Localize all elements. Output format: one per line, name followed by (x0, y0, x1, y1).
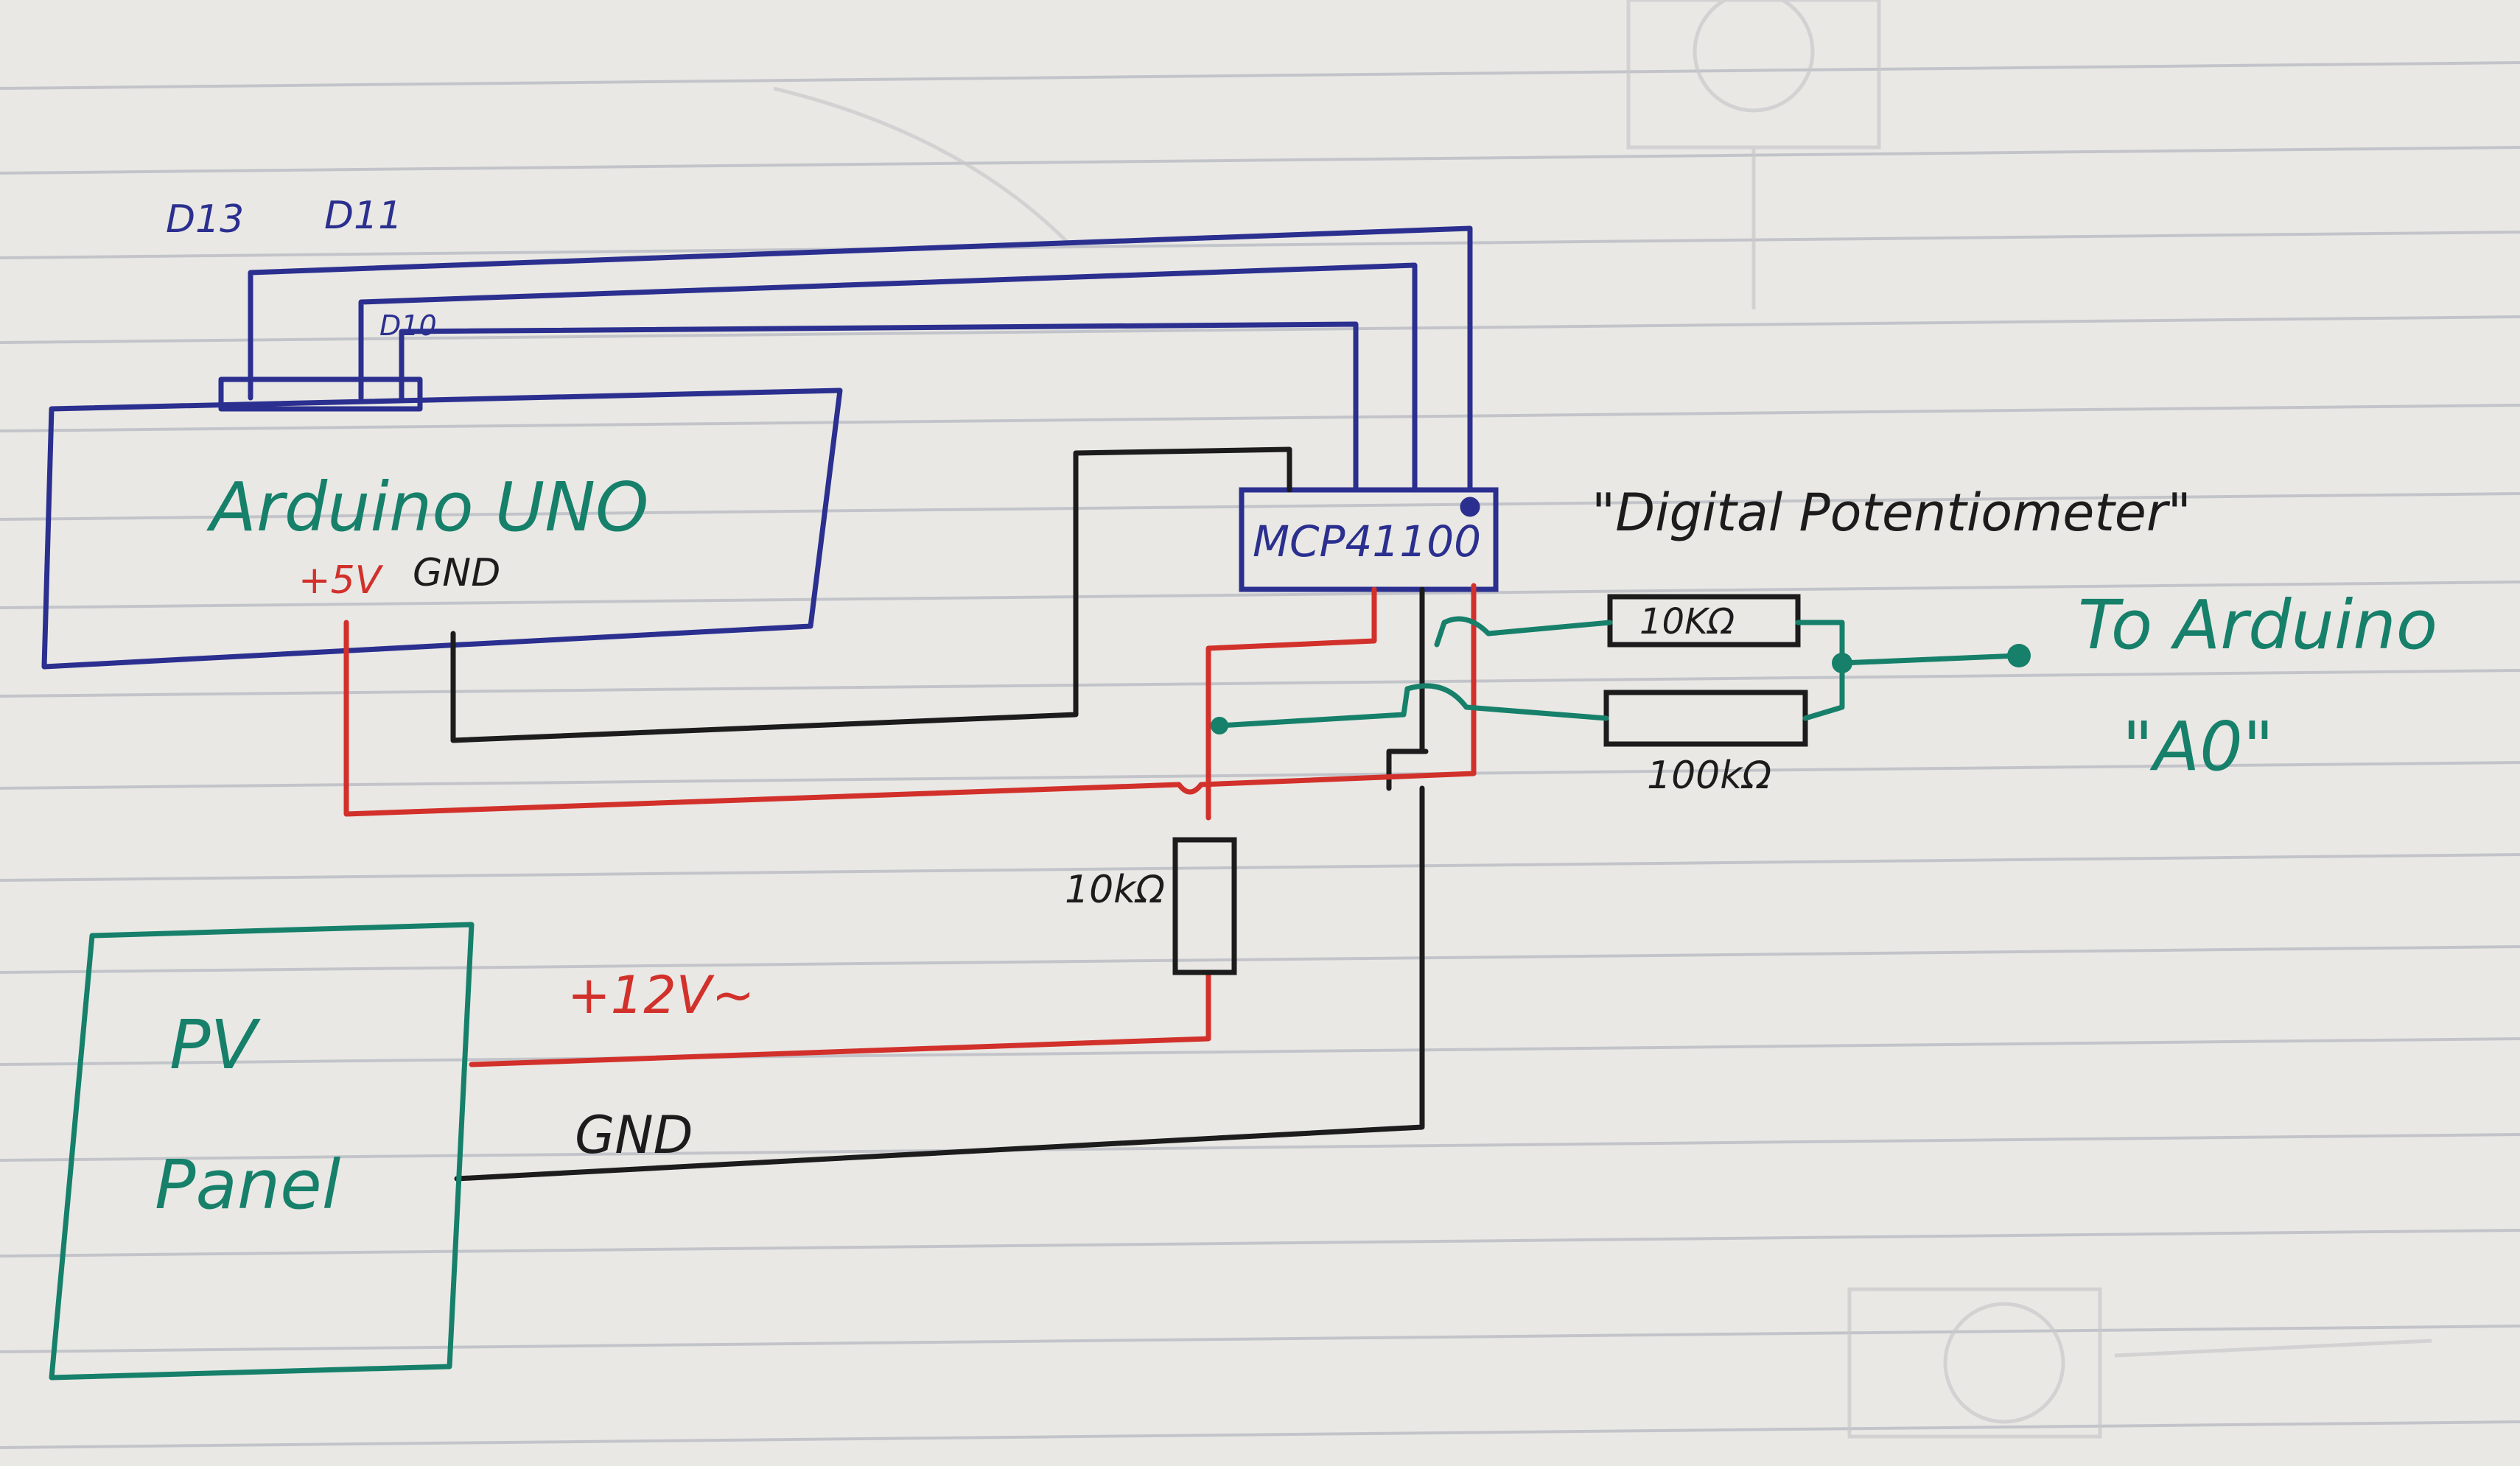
resistor-label-100k: 100kΩ (1647, 754, 1771, 798)
pin-label-d10: D10 (379, 309, 437, 342)
pin-label-d13: D13 (166, 197, 244, 242)
pv-panel-box (49, 922, 475, 1381)
resistor-label-10k-top: 10KΩ (1639, 601, 1735, 642)
pv-panel-label-line1: PV (169, 1006, 261, 1084)
spi-wires (248, 225, 1473, 493)
divider-resistor-10k (1172, 837, 1237, 975)
pin-label-d11: D11 (324, 194, 402, 238)
output-wires (1217, 616, 2022, 729)
supply-label-12v: +12V~ (567, 965, 755, 1025)
pin-label-5v: +5V (298, 558, 384, 603)
output-node (1832, 653, 1852, 673)
arduino-board-label: Arduino UNO (206, 468, 648, 547)
output-label-line2: "A0" (2122, 707, 2274, 786)
output-label-line1: To Arduino (2078, 586, 2437, 664)
chip-label: MCP41100 (1253, 516, 1481, 567)
junction-dot (1211, 717, 1228, 734)
arduino-uno-board (41, 376, 843, 670)
pv-panel-label-line2: Panel (155, 1146, 341, 1224)
bleed-through-marks (773, 0, 2432, 1439)
output-terminal (2007, 644, 2031, 667)
mcp41100-chip (1239, 487, 1499, 592)
digital-pot-label: "Digital Potentiometer" (1592, 483, 2191, 543)
resistor-label-10k-divider: 10kΩ (1065, 868, 1165, 912)
supply-wires (343, 583, 1477, 1067)
notebook-rule-lines (0, 61, 2520, 1449)
supply-label-gnd: GND (575, 1105, 693, 1165)
pin-label-gnd: GND (413, 551, 500, 595)
